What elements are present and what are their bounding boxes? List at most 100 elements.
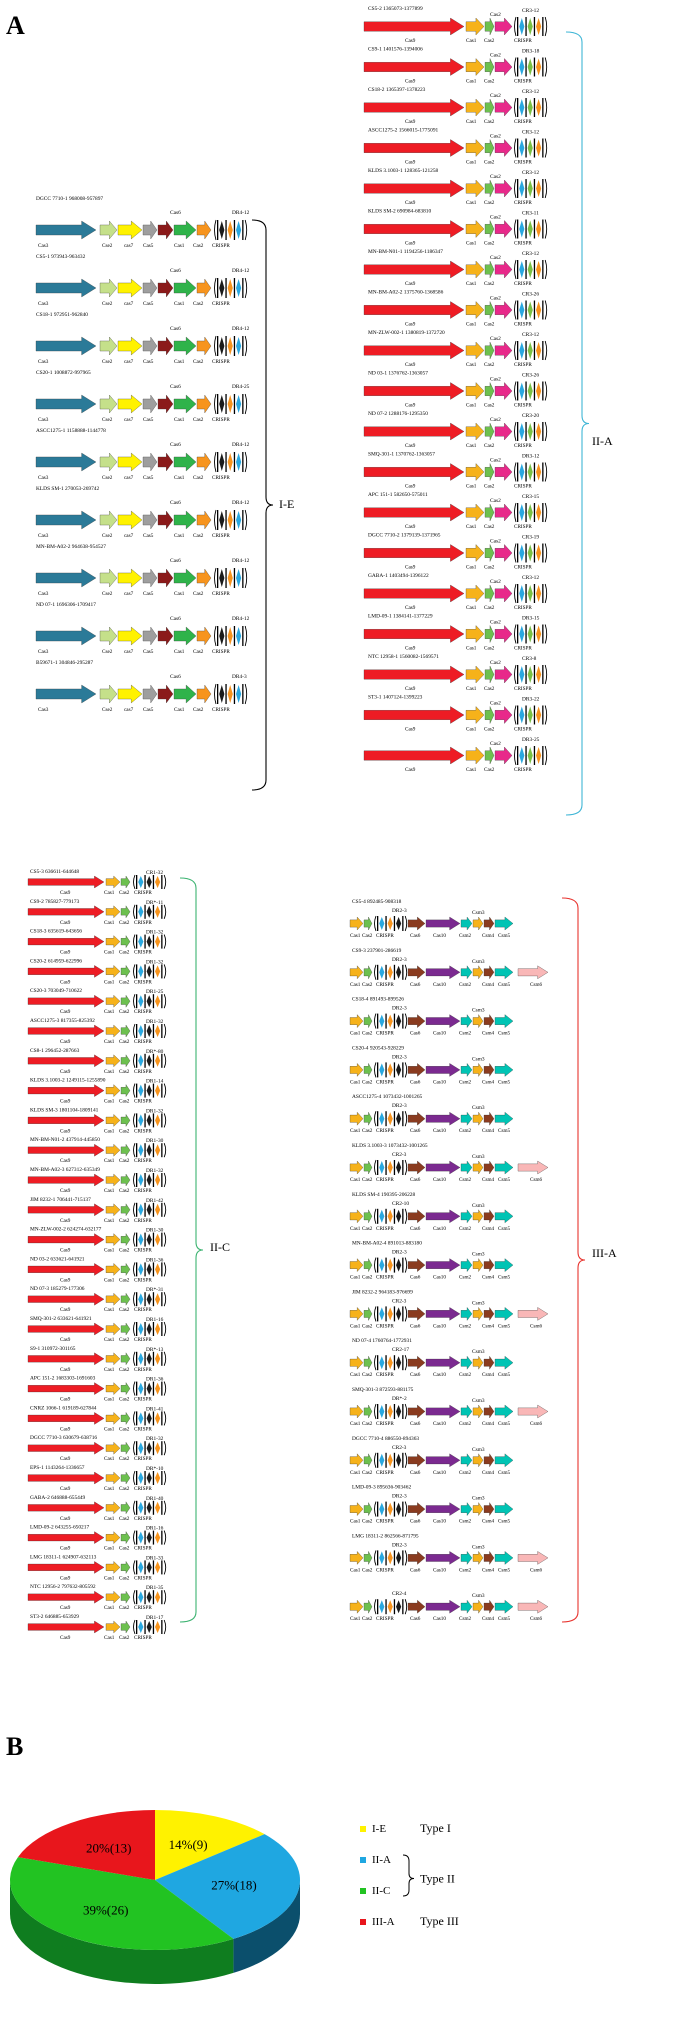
iic-locus-name: DGCC 7710-3 630679-638716 bbox=[30, 1435, 97, 1441]
pie-slice-side-ii-c bbox=[10, 1880, 234, 1984]
crispr-spacer bbox=[519, 585, 525, 602]
iiia-cas6-label: Cas6 bbox=[410, 1470, 421, 1476]
crispr-repeat bbox=[525, 462, 527, 482]
iia-locus-name: MN-BM-N01-1 1194256-1186347 bbox=[368, 249, 443, 255]
crispr-spacer bbox=[138, 1531, 144, 1544]
crispr-spacer bbox=[146, 1442, 152, 1455]
crispr-repeat bbox=[533, 57, 536, 77]
iiia-csm5-label: Csm5 bbox=[498, 1470, 511, 1476]
ie-cas7-arrow bbox=[117, 626, 143, 646]
iiia-cas1-arrow bbox=[349, 1160, 364, 1175]
crispr-repeat bbox=[161, 934, 163, 949]
crispr-spacer bbox=[379, 1551, 385, 1565]
iic-locus-name: CS20-2 614959-622996 bbox=[30, 958, 82, 964]
iic-cas2-arrow bbox=[120, 1620, 131, 1634]
iia-cas1-arrow bbox=[465, 58, 485, 76]
crispr-bracket-left bbox=[514, 502, 517, 523]
crispr-bracket-right bbox=[244, 219, 248, 241]
iic-crispr-label: CRISPR bbox=[134, 950, 152, 956]
ie-cas5-label: Cas5 bbox=[143, 707, 154, 713]
crispr-repeat bbox=[385, 1550, 387, 1566]
iia-csn2-arrow bbox=[494, 220, 513, 238]
iia-cas9-label: Cas9 bbox=[405, 443, 416, 449]
iic-dr-label: DR1-32 bbox=[146, 1436, 164, 1442]
iic-cas2-arrow bbox=[120, 1054, 131, 1068]
iiia-cas10-label: Cas10 bbox=[433, 1616, 446, 1622]
ie-cas6-arrow bbox=[157, 452, 174, 472]
iiia-csm3-top-label: Csm3 bbox=[472, 1252, 485, 1258]
iia-cas2-label: Cas2 bbox=[484, 281, 495, 287]
iia-cas2-label: Cas2 bbox=[484, 524, 495, 530]
iia-cas2-arrow bbox=[484, 179, 495, 198]
iic-cas2-arrow bbox=[120, 1233, 131, 1247]
iia-cas2-top-label: Cas2 bbox=[490, 498, 501, 504]
crispr-spacer bbox=[527, 382, 533, 400]
iic-cas9-arrow bbox=[27, 1471, 105, 1485]
iiia-csm4-arrow bbox=[483, 965, 495, 980]
crispr-bracket-right bbox=[244, 625, 248, 647]
crispr-repeat bbox=[385, 1257, 387, 1273]
ie-locus-name: CS5-1 973943-963432 bbox=[36, 254, 86, 260]
crispr-repeat bbox=[517, 138, 519, 158]
iia-cas1-label: Cas1 bbox=[466, 322, 477, 328]
crispr-repeat bbox=[517, 624, 519, 644]
iia-csn2-arrow bbox=[494, 98, 513, 117]
crispr-repeat bbox=[533, 462, 536, 482]
iic-cas1-arrow bbox=[105, 965, 121, 978]
iic-crispr-array bbox=[133, 1113, 167, 1128]
crispr-spacer bbox=[138, 935, 144, 948]
iic-cas2-arrow bbox=[120, 905, 131, 919]
crispr-repeat bbox=[225, 394, 227, 414]
crispr-repeat bbox=[217, 220, 219, 240]
crispr-spacer bbox=[138, 1412, 144, 1425]
iiia-csm5-arrow bbox=[494, 1209, 514, 1224]
iia-crispr-label: CRISPR bbox=[514, 160, 532, 166]
iiia-cas2-arrow bbox=[363, 965, 373, 980]
crispr-repeat bbox=[225, 510, 227, 530]
crispr-spacer bbox=[138, 1144, 144, 1157]
crispr-spacer bbox=[387, 1161, 393, 1174]
crispr-repeat bbox=[144, 1113, 146, 1128]
crispr-repeat bbox=[242, 452, 244, 472]
iic-cas1-label: Cas1 bbox=[104, 1158, 115, 1164]
iic-cas1-arrow bbox=[105, 1322, 121, 1336]
iic-cas9-arrow bbox=[27, 875, 105, 889]
crispr-repeat bbox=[144, 1083, 146, 1098]
crispr-spacer bbox=[146, 1233, 152, 1246]
iiia-cas2-arrow bbox=[363, 1306, 373, 1321]
crispr-spacer bbox=[155, 1114, 161, 1127]
ie-cas1-arrow bbox=[173, 336, 197, 356]
iiia-csm3-top-label: Csm3 bbox=[472, 1300, 485, 1306]
iic-cas9-arrow bbox=[27, 1024, 105, 1038]
iic-cas1-label: Cas1 bbox=[104, 1069, 115, 1075]
iic-cas2-label: Cas2 bbox=[119, 1188, 130, 1194]
crispr-repeat bbox=[533, 381, 536, 401]
crispr-repeat bbox=[525, 543, 527, 563]
iic-crispr-label: CRISPR bbox=[134, 1546, 152, 1552]
iic-group-label: II-C bbox=[210, 1240, 230, 1254]
crispr-repeat bbox=[533, 98, 536, 117]
iic-crispr-array bbox=[133, 1530, 167, 1545]
crispr-spacer bbox=[155, 1442, 161, 1455]
crispr-repeat bbox=[542, 462, 544, 482]
ie-cse2-label: Cse2 bbox=[102, 475, 113, 481]
iia-csn2-arrow bbox=[494, 706, 513, 724]
iiia-csm4-label: Csm4 bbox=[482, 1177, 495, 1183]
iia-cas2-arrow bbox=[484, 341, 495, 360]
crispr-repeat bbox=[385, 1062, 387, 1078]
crispr-repeat bbox=[393, 1111, 396, 1127]
iia-cas2-label: Cas2 bbox=[484, 160, 495, 166]
crispr-bracket-left bbox=[374, 1550, 377, 1566]
crispr-spacer bbox=[527, 463, 533, 481]
crispr-spacer bbox=[146, 1323, 152, 1335]
crispr-spacer bbox=[227, 221, 233, 239]
iia-cas2-arrow bbox=[484, 422, 495, 441]
iic-cas2-label: Cas2 bbox=[119, 950, 130, 956]
crispr-repeat bbox=[377, 1062, 379, 1078]
iic-locus-name: JIM 8232-1 706441-715137 bbox=[30, 1197, 91, 1203]
crispr-spacer bbox=[527, 747, 533, 764]
